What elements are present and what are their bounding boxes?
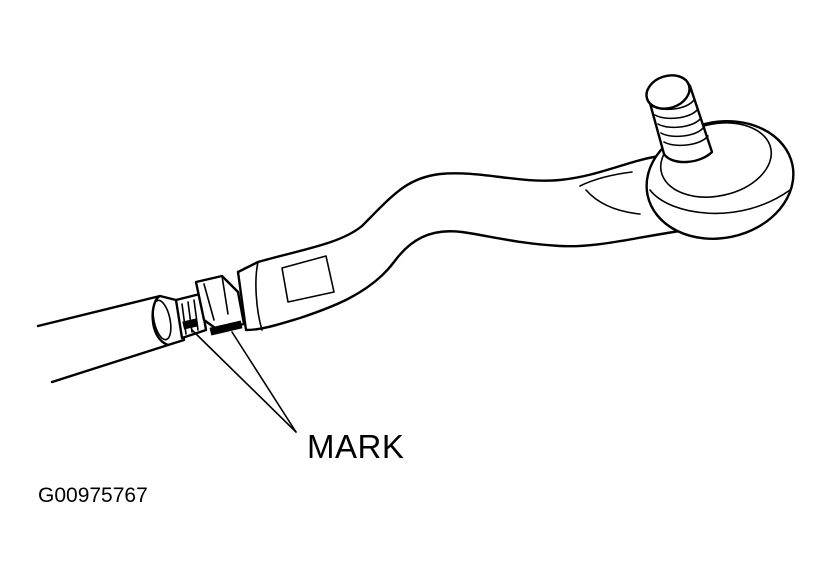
tie-rod-end-body — [236, 154, 702, 332]
figure-id-label: G00975767 — [38, 484, 148, 507]
mark-callout-label: MARK — [307, 428, 405, 465]
threaded-stud — [645, 74, 714, 164]
mark-leader-lines — [191, 329, 297, 433]
alignment-marks — [182, 318, 243, 336]
threaded-section — [174, 292, 208, 340]
inner-tie-rod — [36, 294, 186, 384]
